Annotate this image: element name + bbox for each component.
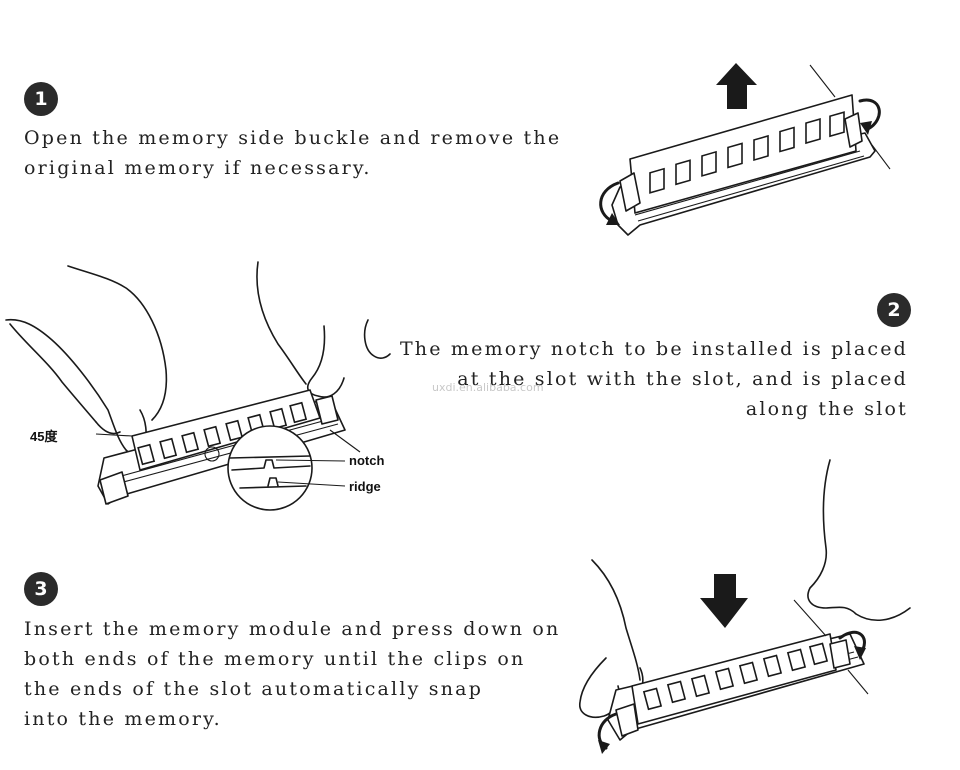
step-2-line-1: The memory notch to be installed is plac… bbox=[399, 338, 908, 360]
step-2-line-3: along the slot bbox=[745, 398, 908, 420]
step-3-line-4: into the memory. bbox=[24, 708, 222, 730]
down-arrow-icon bbox=[700, 574, 748, 628]
step-1-line-2: original memory if necessary. bbox=[24, 157, 372, 179]
step-3-line-3: the ends of the slot automatically snap bbox=[24, 678, 484, 700]
watermark: uxdi.en.alibaba.com bbox=[432, 381, 544, 394]
step-1-text: Open the memory side buckle and remove t… bbox=[24, 123, 561, 183]
angle-label: 45度 bbox=[30, 429, 58, 444]
illustration-remove-memory bbox=[599, 63, 891, 236]
rotate-arrow-icon bbox=[599, 181, 620, 223]
step-1-number: 1 bbox=[34, 88, 48, 110]
step-2-number: 2 bbox=[887, 299, 901, 321]
step-3-text: Insert the memory module and press down … bbox=[24, 614, 560, 734]
step-3-number: 3 bbox=[34, 578, 48, 600]
step-2-text: The memory notch to be installed is plac… bbox=[400, 334, 908, 424]
illustration-insert-at-angle bbox=[5, 261, 391, 511]
notch-label: notch bbox=[349, 453, 385, 468]
step-2-badge: 2 bbox=[877, 293, 911, 327]
step-3-badge: 3 bbox=[24, 572, 58, 606]
step-3-line-1: Insert the memory module and press down … bbox=[24, 618, 561, 640]
step-1-line-1: Open the memory side buckle and remove t… bbox=[24, 127, 562, 149]
step-3-line-2: both ends of the memory until the clips … bbox=[24, 648, 526, 670]
step-2-line-2: at the slot with the slot, and is placed bbox=[457, 368, 908, 390]
up-arrow-icon bbox=[716, 63, 757, 109]
ridge-label: ridge bbox=[349, 479, 381, 494]
step-1-badge: 1 bbox=[24, 82, 58, 116]
illustration-press-down bbox=[579, 459, 911, 754]
